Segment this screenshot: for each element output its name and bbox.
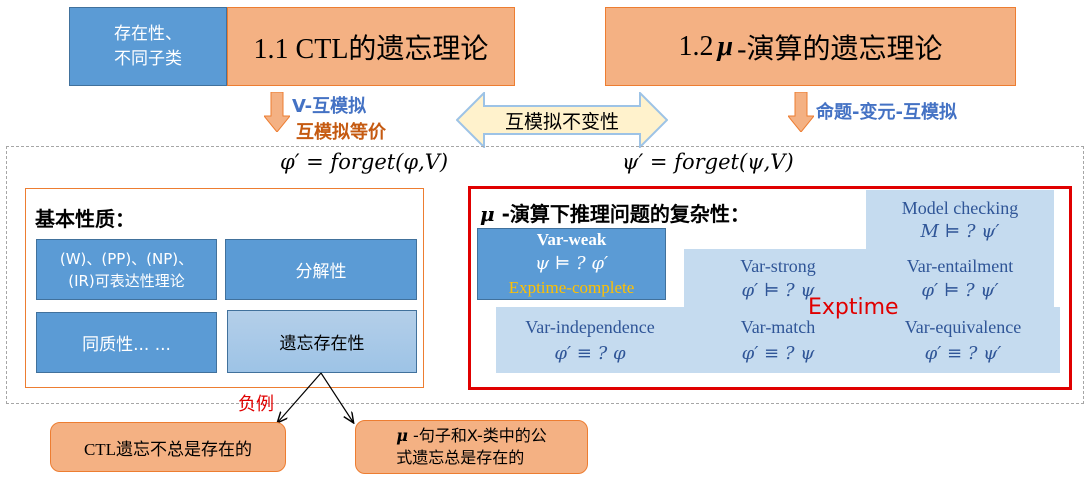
- bidirectional-arrow: [456, 92, 668, 148]
- mu-always-exists-text: μ -句子和X-类中的公 式遗忘总是存在的: [396, 425, 547, 469]
- bisimulation-invariance-label: 互模拟不变性: [504, 110, 619, 133]
- var-strong-formula: φ′ ⊨ ? ψ: [741, 279, 815, 301]
- v-bisimulation-label: V-互模拟: [292, 96, 367, 117]
- var-entailment-formula: φ′ ⊨ ? ψ′: [921, 279, 999, 301]
- left-down-arrow: [264, 92, 290, 132]
- forget-formula-left: φ′ = forget(φ,V): [280, 150, 449, 174]
- bg-block-bottom: [496, 307, 1060, 373]
- dashed-frame: [6, 146, 1084, 404]
- expressibility-cell: (W)、(PP)、(NP)、 (IR)可表达性理论: [36, 239, 217, 300]
- existence-subclass-tag: 存在性、 不同子类: [69, 7, 227, 86]
- title-suffix: -演算的遗忘理论: [737, 33, 943, 65]
- var-weak-complexity: Exptime-complete: [508, 278, 635, 297]
- mu-symbol: μ: [717, 30, 734, 62]
- mu-symbol: μ: [480, 202, 495, 226]
- bg-block-model-checking: [866, 190, 1054, 250]
- complexity-title-text: -演算下推理问题的复杂性：: [494, 202, 750, 226]
- bisimulation-equivalence-label: 互模拟等价: [296, 122, 386, 143]
- var-match-name: Var-match: [740, 316, 816, 337]
- ctl-not-always-exists-box: CTL遗忘不总是存在的: [50, 422, 286, 472]
- var-weak-formula: ψ ⊨ ? φ′: [534, 252, 609, 274]
- var-strong-name: Var-strong: [740, 255, 816, 276]
- mu-always-exists-body: -句子和X-类中的公 式遗忘总是存在的: [396, 426, 547, 467]
- bg-block-middle: [684, 249, 1054, 309]
- var-weak-name: Var-weak: [536, 230, 607, 249]
- homogeneity-cell: 同质性... ...: [36, 312, 217, 373]
- counterexample-label: 负例: [238, 394, 274, 415]
- model-checking-name: Model checking: [901, 197, 1019, 218]
- exptime-label: Exptime: [808, 295, 899, 320]
- right-down-arrow: [788, 92, 814, 132]
- arrow-to-mu: [320, 372, 353, 422]
- var-entailment-name: Var-entailment: [906, 255, 1014, 276]
- mu-calculus-forgetting-title: 1.2 μ -演算的遗忘理论: [605, 7, 1016, 86]
- var-equivalence-formula: φ′ ≡ ? ψ′: [924, 342, 1002, 364]
- decomposition-cell: 分解性: [225, 239, 417, 300]
- mu-always-exists-box: μ -句子和X-类中的公 式遗忘总是存在的: [355, 420, 588, 474]
- complexity-title: μ -演算下推理问题的复杂性：: [480, 198, 750, 227]
- var-equivalence-name: Var-equivalence: [904, 316, 1022, 337]
- forget-formula-right: ψ′ = forget(ψ,V): [622, 150, 794, 174]
- proposition-variable-bisimulation-label: 命题-变元-互模拟: [816, 102, 957, 123]
- var-independence-formula: φ′ ≡ ? φ: [554, 342, 626, 364]
- var-weak-box: [477, 228, 666, 300]
- forgetting-existence-cell: 遗忘存在性: [227, 310, 417, 373]
- basic-properties-title: 基本性质：: [35, 207, 135, 231]
- arrow-to-ctl: [278, 372, 322, 422]
- var-independence-name: Var-independence: [525, 316, 655, 337]
- ctl-forgetting-title: 1.1 CTL的遗忘理论: [227, 7, 515, 86]
- model-checking-formula: M ⊨ ? ψ′: [920, 220, 1000, 242]
- mu-symbol: μ: [396, 426, 408, 445]
- var-match-formula: φ′ ≡ ? ψ: [741, 342, 815, 364]
- title-prefix: 1.2: [678, 30, 714, 62]
